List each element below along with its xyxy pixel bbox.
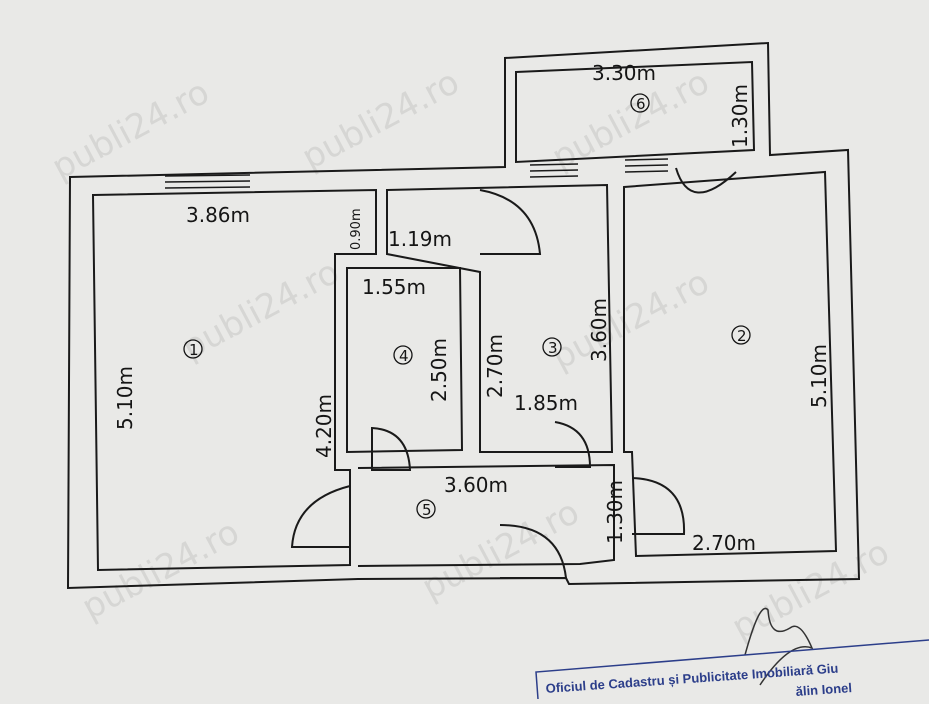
watermark-text: publi24.ro [175,252,345,368]
cadastral-stamp: Oficiul de Cadastru și Publicitate Imobi… [535,639,929,700]
room-3-length: 3.60m [587,298,611,362]
room-4-length: 2.50m [427,338,451,402]
balcony-width: 3.30m [592,61,656,85]
room-1-marker [183,339,203,359]
watermark-layer: publi24.ro publi24.ro publi24.ro publi24… [45,62,895,648]
room-4-marker [393,345,413,365]
door-room-1 [290,485,351,548]
room-1-number: 1 [189,341,199,359]
balcony-outline [515,60,756,164]
closet-width: 0.90m [349,208,364,250]
stamp-line-2: ălin Ionel [795,680,852,699]
room-5-number: 5 [422,501,432,519]
room-3-width: 2.70m [483,334,507,398]
room-numbers: 1 2 3 4 5 6 [183,93,751,519]
door-entrance [499,524,568,579]
room-2-width: 2.70m [692,531,756,555]
room-2-marker [731,325,751,345]
room-3-number: 3 [548,339,558,357]
signature-mark [744,607,814,686]
watermark-text: publi24.ro [415,492,585,608]
window-room-1 [164,174,251,189]
room-2-outline [623,170,838,558]
room-6-marker [630,93,650,113]
room-4-width: 1.55m [362,275,426,299]
watermark-text: publi24.ro [45,72,215,188]
room-3-marker [542,337,562,357]
room-5-marker [416,499,436,519]
room-3-depth: 1.85m [514,391,578,415]
room-6-number: 6 [636,95,646,113]
room-1-outline [91,188,377,572]
watermark-text: publi24.ro [545,262,715,378]
room-4-outline [346,267,464,454]
door-room-4 [371,426,412,471]
room-2-number: 2 [737,327,747,345]
window-room-2 [624,158,669,173]
room-1-width: 3.86m [186,203,250,227]
door-room-2-balcony [675,167,737,194]
window-balcony [529,163,579,178]
walls [66,41,861,590]
room-2-length: 5.10m [807,344,831,408]
door-closet [479,189,542,255]
watermark-text: publi24.ro [295,62,465,178]
closet-outline [386,183,614,453]
hallway-outline [357,463,615,567]
balcony-depth: 1.30m [728,84,752,148]
door-room-3 [554,421,592,468]
door-room-2 [631,477,686,535]
room-4-number: 4 [399,347,409,365]
closet-length: 1.19m [388,227,452,251]
hallway-width: 3.60m [444,473,508,497]
hallway-length: 4.20m [312,394,336,458]
hallway-depth: 1.30m [603,480,627,544]
outer-wall [66,41,861,590]
room-1-length: 5.10m [113,366,137,430]
dimension-labels: 3.86m 5.10m 0.90m 1.19m 1.55m 2.50m 4.20… [113,61,831,555]
